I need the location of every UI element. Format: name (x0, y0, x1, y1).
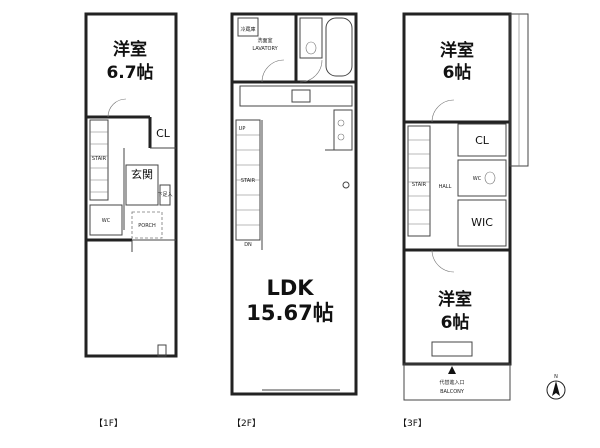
f2-lavatory-jp: 洗面室 (257, 37, 272, 44)
f3-wc-box (457, 159, 507, 197)
f2-bathtub (325, 17, 353, 77)
f1-western-size: 6.7帖 (106, 62, 153, 83)
compass-north-label: N (554, 374, 558, 380)
f3-wic-label: WIC (471, 216, 493, 229)
f1-entrance-label: 玄関 (131, 167, 153, 181)
f3-western2-name: 洋室 (438, 289, 472, 310)
floor-3f-plan: 洋室 6帖 CL HALL STAIR WC WIC 洋室 6帖 代替進入口 B… (402, 12, 529, 401)
f3-window-box (431, 341, 473, 357)
compass-icon: N (546, 374, 566, 400)
f2-dn-label: DN (244, 242, 252, 248)
f3-wic-box (457, 199, 507, 247)
f2-stair-label: STAIR (241, 178, 256, 184)
f2-toilet-bowl (305, 41, 317, 55)
f1-door-swing (107, 98, 127, 118)
f3-hall-label: HALL (439, 184, 452, 190)
f2-ldk-size: 15.67帖 (246, 301, 333, 325)
f1-wc-label: WC (102, 218, 111, 224)
f2-burner-2 (337, 133, 345, 141)
f3-western2-size: 6帖 (441, 312, 470, 333)
floor-2f-plan: 冷蔵庫 洗面室 LAVATORY STAIR UP DN LDK 15.67帖 (230, 12, 358, 396)
f2-sink (291, 89, 311, 103)
f2-door-swing-1 (261, 59, 285, 83)
f3-door-swing-1 (431, 99, 455, 123)
f2-door-swing-2 (299, 59, 323, 83)
floor-label-2f: 【2F】 (232, 418, 261, 429)
f2-burner-1 (337, 119, 345, 127)
f1-outer-wall (84, 12, 178, 358)
f2-fridge-label: 冷蔵庫 (240, 26, 255, 33)
f2-up-label: UP (239, 126, 246, 132)
floor-label-1f: 【1F】 (94, 418, 123, 429)
f1-entrance-box (125, 164, 159, 206)
f1-storage-label: 下足入 (157, 192, 172, 198)
f2-kitchen-counter (239, 85, 353, 107)
f3-stair-label: STAIR (412, 182, 427, 188)
f2-lavatory-label: LAVATORY (252, 46, 278, 52)
f3-wc-label: WC (473, 176, 482, 182)
f2-ldk-name: LDK (266, 276, 314, 300)
f1-stair (89, 119, 109, 201)
f3-toilet-bowl (484, 171, 496, 185)
f1-porch-box (131, 211, 163, 239)
f3-western1-name: 洋室 (440, 40, 474, 61)
f1-western-name: 洋室 (113, 39, 147, 60)
f1-storage-box (159, 184, 171, 206)
floor-label-3f: 【3F】 (398, 418, 427, 429)
f1-wc-box (89, 204, 123, 236)
f3-closet-box (457, 123, 507, 157)
f1-stair-label: STAIR (92, 156, 107, 162)
f2-stair (235, 119, 261, 241)
f3-door-swing-2 (431, 249, 455, 273)
f2-sink-box (299, 17, 323, 59)
f3-closet-label: CL (475, 134, 490, 147)
f3-stair (407, 125, 431, 237)
floor-1f-plan: 洋室 6.7帖 CL 玄関 STAIR WC PORCH 下足入 (84, 12, 178, 358)
f2-outer-wall (230, 12, 358, 396)
f2-toilet-box (237, 17, 259, 37)
f2-stove (333, 109, 353, 151)
f3-balcony-box (403, 363, 511, 401)
f3-emergency-label: 代替進入口 (439, 379, 464, 386)
f1-porch-label: PORCH (138, 223, 156, 229)
f3-balcony-label: BALCONY (440, 389, 465, 395)
f3-emergency-arrow (448, 366, 456, 374)
f1-pillar (157, 344, 167, 357)
f1-closet-label: CL (156, 127, 171, 140)
f2-column (342, 181, 350, 189)
f3-western1-size: 6帖 (443, 62, 472, 83)
